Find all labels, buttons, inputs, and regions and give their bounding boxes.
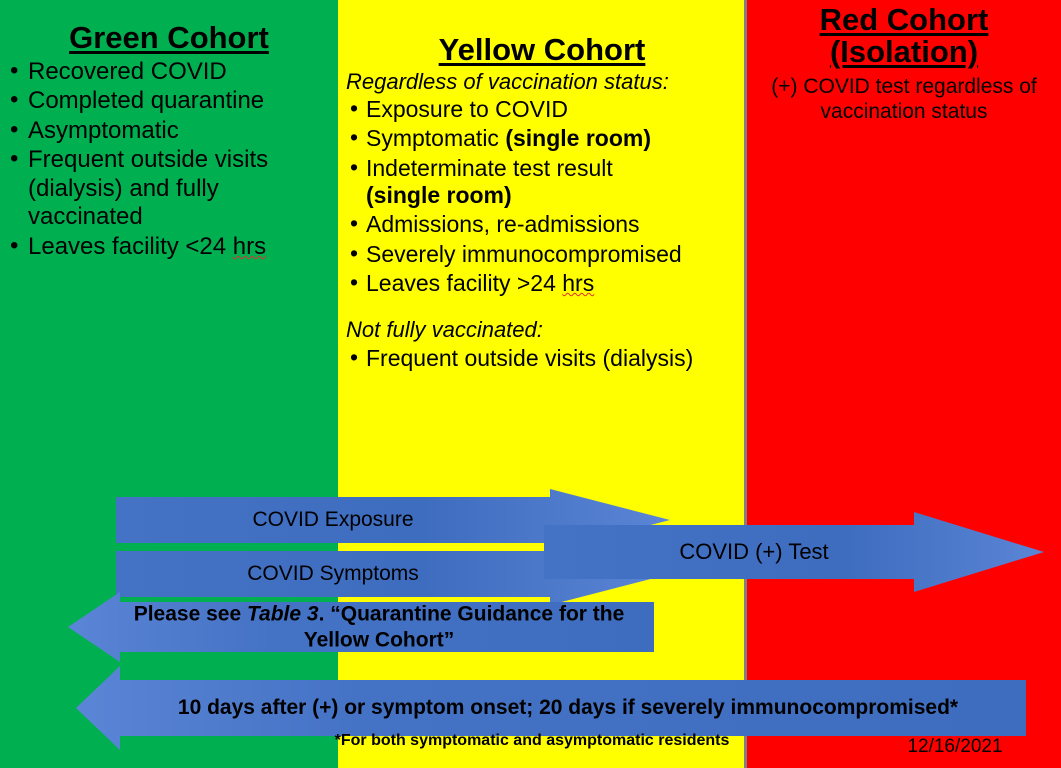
- green-cohort-title: Green Cohort: [69, 20, 269, 55]
- right-arrow-icon: [116, 543, 670, 605]
- footnote-text: *For both symptomatic and asymptomatic r…: [334, 732, 730, 749]
- green-leaves-hrs: hrs: [232, 232, 267, 260]
- yellow-lead-notvaccinated: Not fully vaccinated:: [346, 317, 543, 343]
- list-item: Frequent outside visits (dialysis): [344, 344, 740, 372]
- list-item: Completed quarantine: [6, 86, 332, 116]
- yellow-leaves-prefix: Leaves facility >24: [366, 270, 563, 297]
- list-item: Leaves facility <24 hrs: [6, 232, 332, 262]
- red-cohort-column: [747, 0, 1061, 768]
- yellow-symptomatic-prefix: Symptomatic: [366, 125, 506, 152]
- list-item: Symptomatic (single room): [344, 124, 740, 152]
- red-cohort-title-line1: Red Cohort: [819, 2, 989, 37]
- yellow-indeterminate-bold: (single room): [366, 181, 512, 208]
- arrow-covid-positive-test: COVID (+) Test: [544, 512, 1044, 592]
- yellow-cohort-list-1: Exposure to COVID Symptomatic (single ro…: [344, 95, 740, 298]
- green-leaves-prefix: Leaves facility <24: [28, 232, 233, 260]
- column-divider: [744, 0, 747, 768]
- yellow-indeterminate-prefix: Indeterminate test result: [366, 154, 613, 181]
- red-cohort-content: Red Cohort (Isolation) (+) COVID test re…: [750, 4, 1058, 125]
- yellow-cohort-content: Yellow Cohort Regardless of vaccination …: [344, 34, 740, 374]
- yellow-leaves-hrs: hrs: [562, 270, 595, 297]
- right-arrow-icon: [116, 489, 670, 551]
- red-cohort-title-line2: (Isolation): [829, 33, 979, 69]
- yellow-lead-regardless: Regardless of vaccination status:: [346, 68, 669, 94]
- list-item: Severely immunocompromised: [344, 240, 740, 268]
- red-cohort-body: (+) COVID test regardless of vaccination…: [771, 75, 1037, 123]
- list-item: Exposure to COVID: [344, 95, 740, 123]
- list-item: Recovered COVID: [6, 57, 332, 87]
- yellow-symptomatic-bold: (single room): [505, 125, 651, 152]
- list-item: Indeterminate test result(single room): [344, 154, 740, 210]
- yellow-cohort-list-2: Frequent outside visits (dialysis): [344, 344, 740, 372]
- yellow-section-gap: [344, 299, 740, 317]
- left-arrow-icon: [76, 666, 1026, 750]
- green-cohort-list: Recovered COVID Completed quarantine Asy…: [6, 57, 332, 262]
- list-item: Admissions, re-admissions: [344, 210, 740, 238]
- list-item: Leaves facility >24 hrs: [344, 269, 740, 297]
- list-item: Frequent outside visits (dialysis) and f…: [6, 145, 332, 232]
- list-item: Asymptomatic: [6, 116, 332, 146]
- right-arrow-icon: [544, 512, 1044, 592]
- yellow-cohort-title: Yellow Cohort: [438, 32, 646, 67]
- left-arrow-icon: [68, 592, 654, 662]
- date-stamp: 12/16/2021: [907, 736, 1003, 757]
- arrow-table3-quarantine-guidance: Please see Table 3. “Quarantine Guidance…: [68, 592, 654, 662]
- green-cohort-content: Green Cohort Recovered COVID Completed q…: [6, 22, 332, 262]
